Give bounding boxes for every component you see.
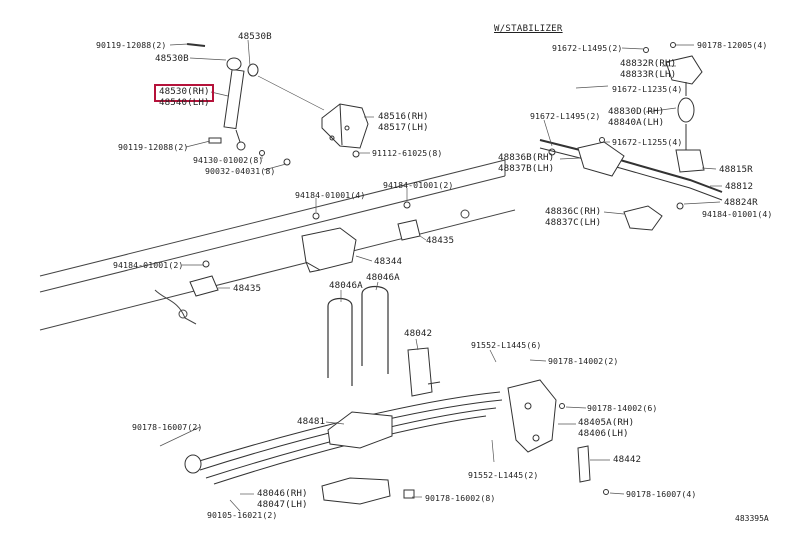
section-header: W/STABILIZER [494,24,563,34]
part-callout[interactable]: 90119-12088(2) [118,142,189,152]
part-callout[interactable]: 48517(LH) [378,122,429,133]
part-callout[interactable]: 91112-61025(8) [372,148,443,158]
part-callout[interactable]: 90119-12088(2) [96,40,167,50]
part-callout[interactable]: 91672-L1255(4) [612,137,683,147]
part-callout[interactable]: 91672-L1235(4) [612,84,683,94]
part-callout[interactable]: 91672-L1495(2) [530,111,601,121]
part-callout[interactable]: 90178-14002(2) [548,356,619,366]
part-callout[interactable]: 48837C(LH) [545,217,602,228]
part-callout[interactable]: 48046A [366,272,400,283]
highlight-box [154,84,214,102]
spring-hanger [407,347,441,397]
part-callout[interactable]: 48833R(LH) [620,69,677,80]
part-callout[interactable]: 48530(RH) [159,86,210,97]
part-callout[interactable]: 48344 [374,256,403,267]
part-callout[interactable]: 90178-16007(2) [132,422,203,432]
part-callout[interactable]: 94184-01001(2) [383,180,454,190]
part-callout[interactable]: 90105-16021(2) [207,510,278,520]
part-callout[interactable]: 48815R [719,164,753,175]
shackle [507,379,609,495]
shock-absorber [186,43,291,166]
part-callout[interactable]: 48540(LH) [159,97,210,108]
leader-lines [159,39,722,512]
part-callout[interactable]: 48530B [238,31,272,42]
part-callout[interactable]: 48830D(RH) [608,106,665,117]
part-callout[interactable]: 94184-01001(2) [113,260,184,270]
spring-seat [321,477,415,505]
part-callout[interactable]: 94130-01002(8) [193,155,264,165]
part-callout[interactable]: 48435 [426,235,455,246]
part-callout[interactable]: 48832R(RH) [620,58,677,69]
part-callout[interactable]: 91552-L1445(2) [468,470,539,480]
part-callout[interactable]: 91672-L1495(2) [552,43,623,53]
part-callout[interactable]: 48047(LH) [257,499,308,510]
frame-rail [39,159,516,331]
part-callout[interactable]: 48824R [724,197,758,208]
part-callout[interactable]: 90178-14002(6) [587,403,658,413]
part-callout[interactable]: 48516(RH) [378,111,429,122]
bump-stopper [301,227,357,273]
part-callout[interactable]: 94184-01001(4) [295,190,366,200]
figure-number: 483395A [735,514,769,523]
part-callout[interactable]: 48405A(RH) [578,417,635,428]
part-callout[interactable]: 48435 [233,283,262,294]
part-callout[interactable]: 48046(RH) [257,488,308,499]
part-callout[interactable]: 48836C(RH) [545,206,602,217]
part-callout[interactable]: 48812 [725,181,754,192]
part-callout[interactable]: 48840A(LH) [608,117,665,128]
shock-bracket [321,103,369,158]
part-callout[interactable]: 48836B(RH) [498,152,555,163]
part-callout[interactable]: 48481 [297,416,326,427]
u-bolts [327,285,389,386]
stabilizer [539,42,723,231]
part-callout[interactable]: 94184-01001(4) [702,209,773,219]
part-callout[interactable]: 48406(LH) [578,428,629,439]
part-callout[interactable]: 90032-04031(8) [205,166,276,176]
part-callout[interactable]: 90178-12005(4) [697,40,768,50]
part-callout[interactable]: 48046A [329,280,363,291]
part-callout[interactable]: 48837B(LH) [498,163,555,174]
part-callout[interactable]: 48530B [155,53,189,64]
part-callout[interactable]: 91552-L1445(6) [471,340,542,350]
part-callout[interactable]: 48042 [404,328,433,339]
part-callout[interactable]: 48442 [613,454,642,465]
leaf-spring [184,391,503,485]
part-callout[interactable]: 90178-16002(8) [425,493,496,503]
part-callout[interactable]: 90178-16007(4) [626,489,697,499]
